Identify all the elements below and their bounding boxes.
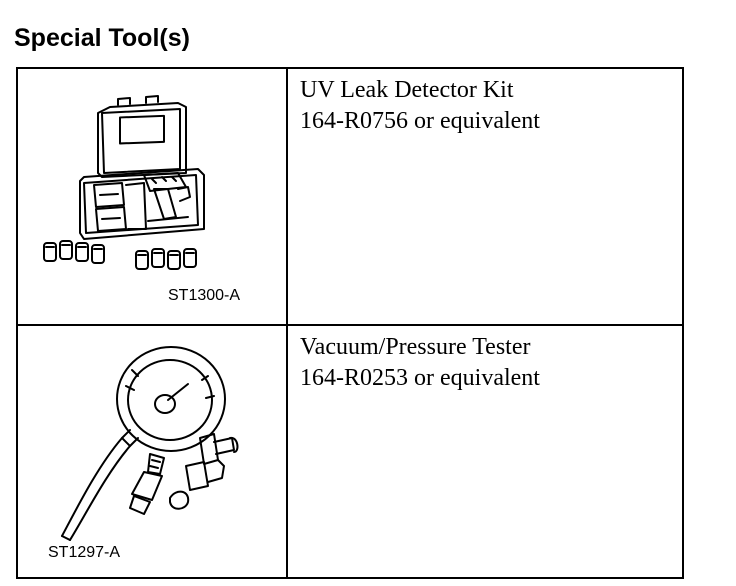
tool-row-vacuum-pressure-tester: ST1297-A Vacuum/Pressure Tester 164-R025… xyxy=(18,326,682,577)
uv-leak-detector-kit-case-icon xyxy=(43,95,205,270)
tool-part-number: 164-R0253 or equivalent xyxy=(300,365,540,391)
tool-illustration-cell: ST1300-A xyxy=(18,69,288,324)
vacuum-pressure-tester-gauge-icon xyxy=(61,346,239,541)
tool-row-uv-leak-detector: ST1300-A UV Leak Detector Kit 164-R0756 … xyxy=(18,69,682,326)
illustration-code: ST1297-A xyxy=(48,544,121,561)
special-tools-table: ST1300-A UV Leak Detector Kit 164-R0756 … xyxy=(16,67,684,579)
tool-description-cell: Vacuum/Pressure Tester 164-R0253 or equi… xyxy=(288,326,682,577)
tool-name: UV Leak Detector Kit xyxy=(300,77,514,103)
tool-illustration-cell: ST1297-A xyxy=(18,326,288,577)
illustration-code: ST1300-A xyxy=(168,287,241,304)
section-heading: Special Tool(s) xyxy=(14,24,190,52)
tool-part-number: 164-R0756 or equivalent xyxy=(300,108,540,134)
tool-name: Vacuum/Pressure Tester xyxy=(300,334,531,360)
tool-description-cell: UV Leak Detector Kit 164-R0756 or equiva… xyxy=(288,69,682,324)
